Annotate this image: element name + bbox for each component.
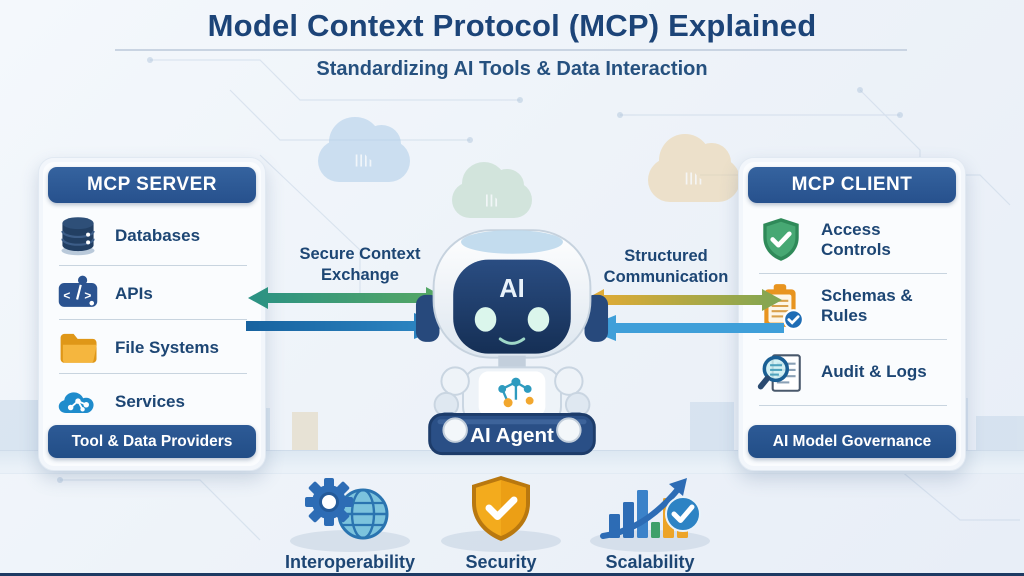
mcp-server-title: MCP SERVER [48,167,256,203]
feature-security: Security [421,474,581,573]
secure-context-exchange-label: Secure Context Exchange [299,245,421,284]
svg-text:<: < [63,289,70,303]
server-item-label: APIs [115,284,153,303]
robot-hand-left [442,417,468,443]
divider [59,265,247,266]
mcp-client-panel: MCP CLIENT Access Controls [738,157,966,471]
ai-agent-plaque-label: AI Agent [470,424,554,447]
feature-interoperability: Interoperability [270,474,430,573]
ai-agent-robot: AI [415,229,609,456]
feature-scalability: Scalability [570,474,730,573]
robot-arm-left [433,366,470,425]
divider [759,273,947,274]
client-item-schemas-rules: Schemas & Rules [755,276,951,336]
divider [59,319,247,320]
api-code-icon: < > [55,271,101,317]
header: Model Context Protocol (MCP) Explained S… [0,0,1024,81]
title-divider [115,49,907,51]
feature-label: Interoperability [284,552,416,572]
secure-exchange-arrows [246,287,446,339]
server-item-databases: Databases [55,210,251,262]
client-item-audit-logs: Audit & Logs [755,342,951,402]
mcp-server-footer: Tool & Data Providers [48,425,256,458]
structured-communication-arrows [584,289,784,341]
arrow-blue-right [246,313,446,339]
robot-chest-network-icon [498,377,534,408]
cloud-decoration-orange: |||| [648,133,740,202]
magnifier-document-icon [755,346,807,398]
mcp-client-title: MCP CLIENT [748,167,956,203]
server-item-file-systems: File Systems [55,322,251,374]
client-item-label: Schemas & Rules [821,286,913,325]
structured-communication-label: Structured Communication [603,247,729,286]
svg-text:>: > [84,289,91,303]
robot-smile [498,337,526,345]
arrow-lightblue-left [584,315,784,341]
robot-eye-left [474,307,497,332]
robot-hand-right [556,417,582,443]
robot-eye-right [527,307,550,332]
mcp-client-footer: AI Model Governance [748,425,956,458]
gear-globe-icon [305,478,389,540]
client-item-label: Audit & Logs [821,362,927,381]
cloud-decoration-blue: |||| [318,116,410,182]
cloud-network-icon [55,379,101,425]
shadow-ellipse [290,530,410,552]
feature-label: Security [465,552,537,572]
double-arrow-green [248,287,446,309]
server-item-apis: < > APIs [55,268,251,320]
mcp-server-panel: MCP SERVER Databases [38,157,266,471]
cloud-decoration-green: ||| [452,162,532,218]
server-item-label: File Systems [115,338,219,357]
robot-head-label: AI [499,275,524,303]
server-item-label: Services [115,392,185,411]
divider [59,373,247,374]
client-item-access-controls: Access Controls [755,210,951,270]
double-arrow-gold-green [584,289,782,311]
client-item-label: Access Controls [821,220,891,259]
divider [759,339,947,340]
page-title: Model Context Protocol (MCP) Explained [207,8,817,43]
gear [305,478,353,526]
growth-arrow [600,485,682,539]
bottom-edge-strip [0,573,1024,576]
folder-icon [55,325,101,371]
database-icon [55,213,101,259]
growth-chart-icon [600,478,701,539]
gold-shield-icon [472,476,530,541]
server-item-services: Services [55,376,251,428]
shield-check-icon [755,214,807,266]
robot-face-screen [453,259,571,354]
divider [759,405,947,406]
server-item-label: Databases [115,226,201,245]
page-subtitle: Standardizing AI Tools & Data Interactio… [316,58,708,80]
feature-label: Scalability [605,552,695,572]
